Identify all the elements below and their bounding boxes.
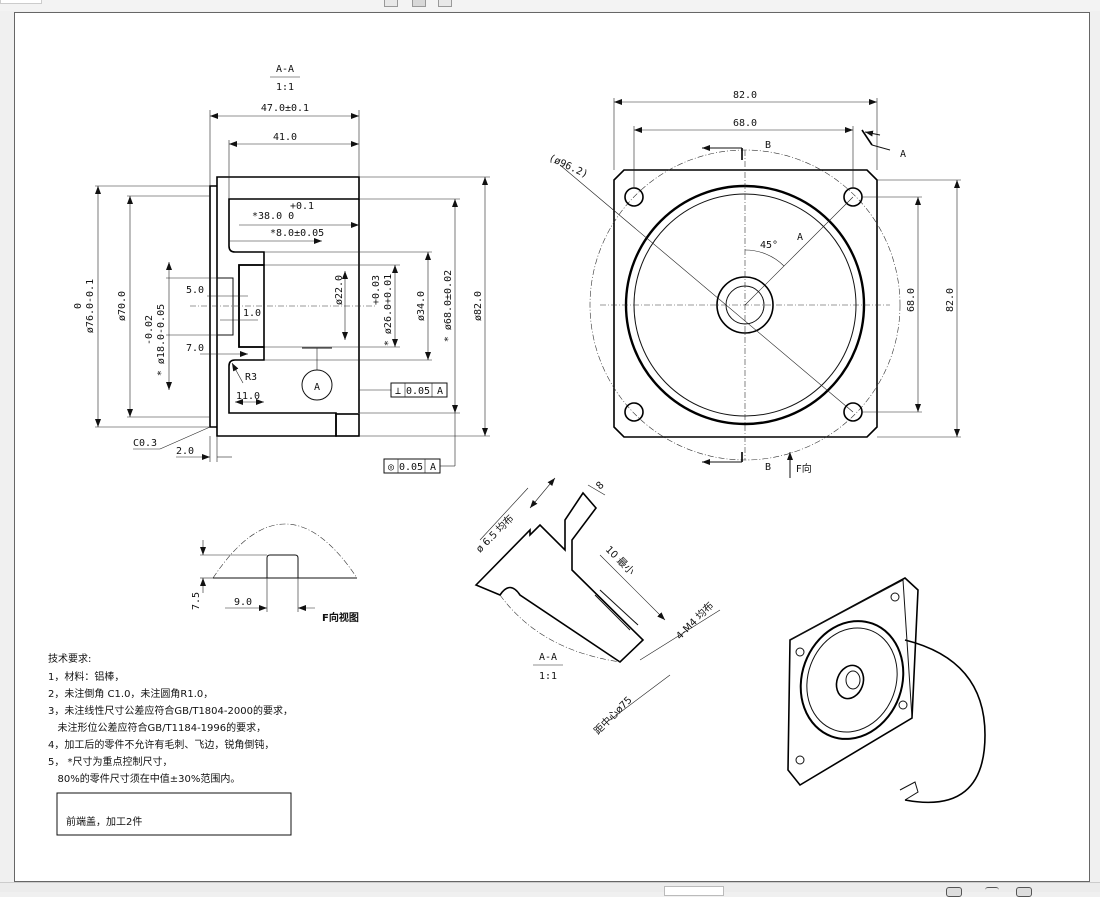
tol-perp-datum: A (437, 386, 443, 397)
front-view: 45° A (ø96.2) 82.0 68.0 68.0 82.0 B B A … (547, 90, 961, 478)
tol-perp-symbol: ⊥ (395, 386, 401, 397)
tol-perp-value: 0.05 (406, 386, 430, 397)
dim-7: 7.0 (186, 343, 204, 354)
isometric-view (787, 577, 986, 804)
dim-pcd: (ø96.2) (547, 153, 590, 181)
detail-thickness: 8 (594, 480, 606, 492)
section-mark-a-inner: A (797, 232, 803, 243)
toolbar-button-prev[interactable] (384, 0, 398, 7)
dim-d34: ø34.0 (416, 291, 427, 321)
mounting-holes (624, 187, 863, 422)
requirement-item: 3，未注线性尺寸公差应符合GB/T1804-2000的要求， (48, 704, 293, 717)
dim-chamfer: C0.3 (133, 438, 157, 449)
detail-title: A-A (539, 652, 557, 663)
dim-5: 5.0 (186, 285, 204, 296)
requirement-item: 4，加工后的零件不允许有毛刺、飞边，锐角倒钝， (48, 738, 274, 751)
dim-height-82: 82.0 (945, 288, 956, 312)
dim-47: 47.0±0.1 (261, 103, 309, 114)
flange-plate (209, 185, 217, 428)
requirement-item: 5， *尺寸为重点控制尺寸， (48, 755, 173, 768)
square-flange (613, 169, 878, 438)
detail-pcd: 距中心ø75 (591, 693, 635, 737)
technical-requirements: 技术要求: 1，材料：铝棒， 2，未注倒角 C1.0，未注圆角R1.0， 3，未… (48, 652, 293, 836)
requirement-item: 1，材料：铝棒， (48, 670, 124, 683)
view-mode-button[interactable] (946, 887, 962, 897)
dim-width-68: 68.0 (733, 118, 757, 129)
section-scale: 1:1 (276, 82, 294, 93)
section-mark-b-top: B (765, 140, 771, 151)
view-arrow-f: F向 (796, 462, 812, 475)
f-view: 7.5 9.0 F向视图 (191, 523, 359, 624)
dim-2: 2.0 (176, 446, 194, 457)
dim-r3: R3 (245, 372, 257, 383)
title-box (56, 792, 292, 836)
tol-conc-datum: A (430, 462, 436, 473)
dim-38-tol: +0.1 (290, 201, 314, 212)
center-hole (216, 277, 234, 336)
section-view: A-A 1:1 47.0±0.1 41.0 +0.1 *38.0 0 *8.0±… (73, 64, 490, 474)
drawing-page (14, 12, 1090, 882)
page-number-field[interactable] (664, 886, 724, 896)
requirements-heading: 技术要求: (48, 652, 91, 665)
dim-d26-tol: +0.03 (371, 275, 382, 305)
f-view-title: F向视图 (322, 611, 359, 624)
view-mode-button[interactable] (1016, 887, 1032, 897)
requirement-item: 2，未注倒角 C1.0，未注圆角R1.0， (48, 687, 213, 700)
title-box-text: 前端盖，加工2件 (66, 815, 142, 828)
section-mark-a: A (900, 149, 906, 160)
dim-41: 41.0 (273, 132, 297, 143)
toolbar-button-current[interactable] (412, 0, 426, 7)
detail-scale: 1:1 (539, 671, 557, 682)
detail-view: ø 6.5 均布 8 10 最小 4-M4 均布 距中心ø75 A-A 1:1 (474, 477, 721, 737)
toolbar-field[interactable] (0, 0, 42, 4)
dim-d76: ø76.0-0.1 (85, 279, 96, 333)
section-title: A-A (276, 64, 294, 75)
dim-d82: ø82.0 (473, 291, 484, 321)
f-dim-w: 9.0 (234, 597, 252, 608)
tol-conc-value: 0.05 (399, 462, 423, 473)
detail-hole: ø 6.5 均布 (474, 512, 517, 555)
dim-d26: * ø26.0+0.01 (383, 274, 394, 346)
dim-8: *8.0±0.05 (270, 228, 324, 239)
dim-d76-tol: 0 (73, 303, 84, 309)
datum-a: A (314, 382, 320, 393)
dim-38: *38.0 0 (252, 211, 294, 222)
detail-thread: 4-M4 均布 (674, 600, 717, 643)
dim-1: 1.0 (243, 308, 261, 319)
dim-11: 11.0 (236, 391, 260, 402)
view-mode-button[interactable] (985, 887, 999, 896)
toolbar-button-next[interactable] (438, 0, 452, 7)
requirement-item: 未注形位公差应符合GB/T1184-1996的要求， (48, 721, 266, 734)
dim-d70: ø70.0 (117, 291, 128, 321)
requirement-item: 80%的零件尺寸须在中值±30%范围内。 (48, 772, 240, 785)
section-notch (335, 413, 360, 437)
dim-d68: * ø68.0±0.02 (443, 270, 454, 342)
detail-depth: 10 最小 (603, 544, 637, 578)
dim-width-82: 82.0 (733, 90, 757, 101)
viewer-toolbar (0, 0, 1100, 11)
dim-d18-tol: -0.02 (144, 315, 155, 345)
dim-height-68: 68.0 (906, 288, 917, 312)
f-dim-h: 7.5 (191, 592, 202, 610)
dim-d18: * ø18.0-0.05 (156, 304, 167, 376)
tol-conc-symbol: ◎ (388, 462, 394, 473)
section-mark-b-bottom: B (765, 462, 771, 473)
angle-45: 45° (760, 240, 778, 251)
dim-d22: ø22.0 (334, 275, 345, 305)
